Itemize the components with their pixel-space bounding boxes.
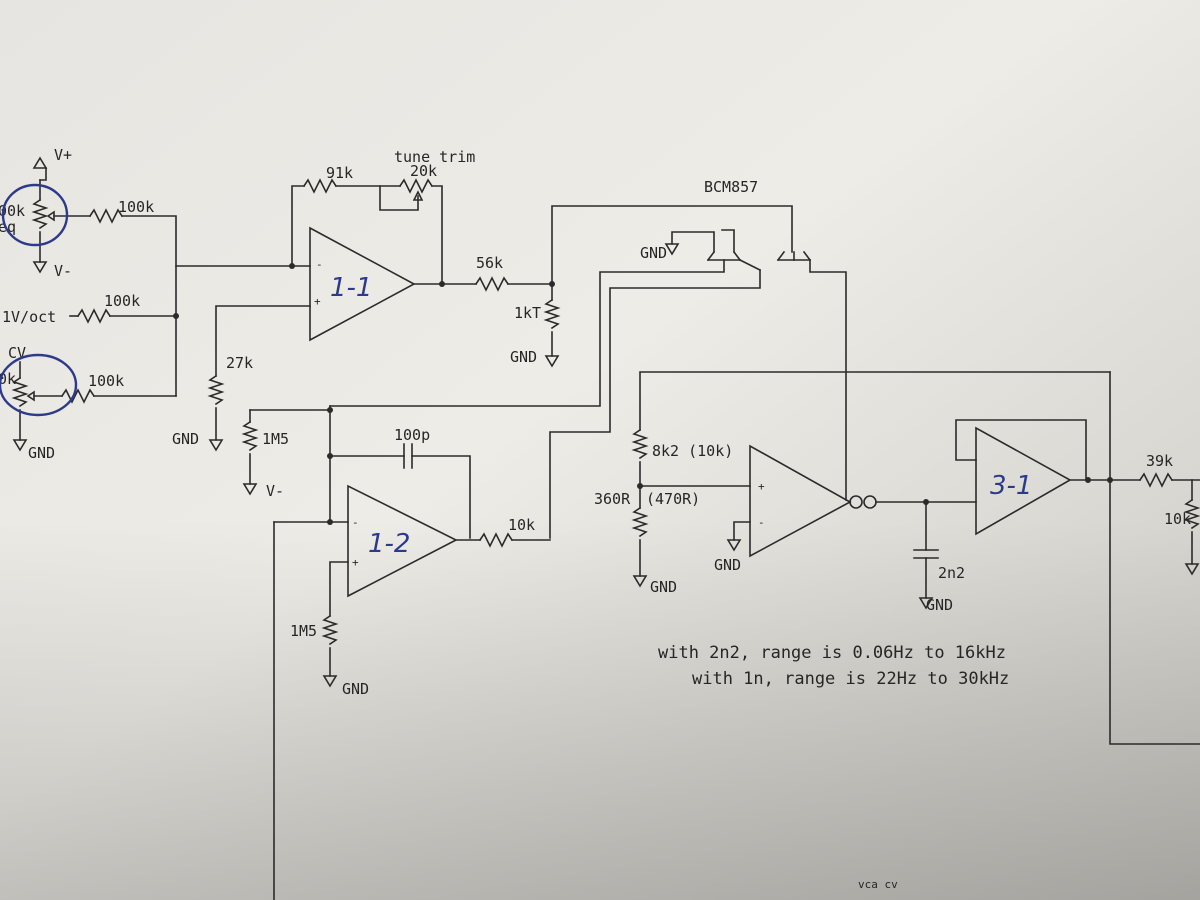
junction	[173, 313, 179, 319]
gnd-b-label: GND	[342, 680, 369, 698]
op3-handwritten: 3-1	[990, 471, 1032, 501]
gnd-27k-label: GND	[172, 430, 199, 448]
op1-plus: +	[314, 295, 321, 308]
input-section: V+ V- 100k 00k eq 1V/oct 100k CV 0k GND …	[0, 146, 179, 462]
vca-cv-label: vca cv	[858, 878, 898, 891]
junction	[327, 453, 333, 459]
vplus-label: V+	[54, 146, 72, 164]
pen-circle-bottom	[0, 353, 78, 417]
range-note-1: with 2n2, range is 0.06Hz to 16kHz	[658, 643, 1006, 663]
c-2n2-label: 2n2	[938, 564, 965, 582]
vminus-label-a: V-	[54, 262, 72, 280]
r-39k-label: 39k	[1146, 452, 1173, 470]
op2-handwritten: 1-2	[368, 529, 410, 559]
r-27k-label: 27k	[226, 354, 253, 372]
cv-pot-label: 0k	[0, 370, 16, 388]
junction	[327, 519, 333, 525]
range-notes: with 2n2, range is 0.06Hz to 16kHz with …	[658, 643, 1009, 689]
r-56k-label: 56k	[476, 254, 503, 272]
r-470-label: (470R)	[646, 490, 700, 508]
r-8k2-label: 8k2 (10k)	[652, 442, 733, 460]
pen-circle-top	[1, 183, 69, 247]
oct-input-label: 1V/oct	[2, 308, 56, 326]
r-in2-label: 100k	[104, 292, 140, 310]
op2-minus: -	[352, 516, 359, 529]
r-in1-label: 100k	[118, 198, 154, 216]
r-10k-right-label: 10k	[1164, 510, 1191, 528]
r-1m5b-label: 1M5	[290, 622, 317, 640]
gnd-cv-label: GND	[28, 444, 55, 462]
r-1kt-label: 1kT	[514, 304, 541, 322]
r-1m5a-label: 1M5	[262, 430, 289, 448]
comparator-section: 8k2 (10k) 360R (470R) GND + - GND 2n2 GN…	[594, 371, 1111, 614]
opamp-1-2: 1M5 V- 100p - + 1-2 1M5 GND 10k	[241, 405, 551, 900]
bcm857-label: BCM857	[704, 178, 758, 196]
r-91k-label: 91k	[326, 164, 353, 182]
op2-plus: +	[352, 556, 359, 569]
r-in3-label: 100k	[88, 372, 124, 390]
transistor-section: 1kT GND BCM857 GND	[329, 178, 847, 539]
gnd-op4-label: GND	[714, 556, 741, 574]
opamp-1-1: - + 1-1 91k tune trim 20k 27k GND 56k	[172, 148, 555, 452]
open-collector	[849, 495, 863, 509]
r-10k-label: 10k	[508, 516, 535, 534]
r-20k-label: 20k	[410, 162, 437, 180]
c-100p-label: 100p	[394, 426, 430, 444]
junction	[1085, 477, 1091, 483]
opamp-3-1: 3-1 39k 10k vca cv	[858, 371, 1200, 891]
paper-shadow	[0, 520, 1200, 900]
op4-plus: +	[758, 480, 765, 493]
gnd-cap-label: GND	[926, 596, 953, 614]
gnd-1kt-label: GND	[510, 348, 537, 366]
vminus-label-b: V-	[266, 482, 284, 500]
op1-handwritten: 1-1	[330, 273, 372, 303]
pot-value-label: 00k	[0, 202, 25, 220]
gnd-div-label: GND	[650, 578, 677, 596]
r-360-label: 360R	[594, 490, 631, 508]
op4-minus: -	[758, 516, 765, 529]
gnd-q-label: GND	[640, 244, 667, 262]
op1-minus: -	[316, 258, 323, 271]
tune-trim-label: tune trim	[394, 148, 475, 166]
range-note-2: with 1n, range is 22Hz to 30kHz	[692, 669, 1009, 689]
